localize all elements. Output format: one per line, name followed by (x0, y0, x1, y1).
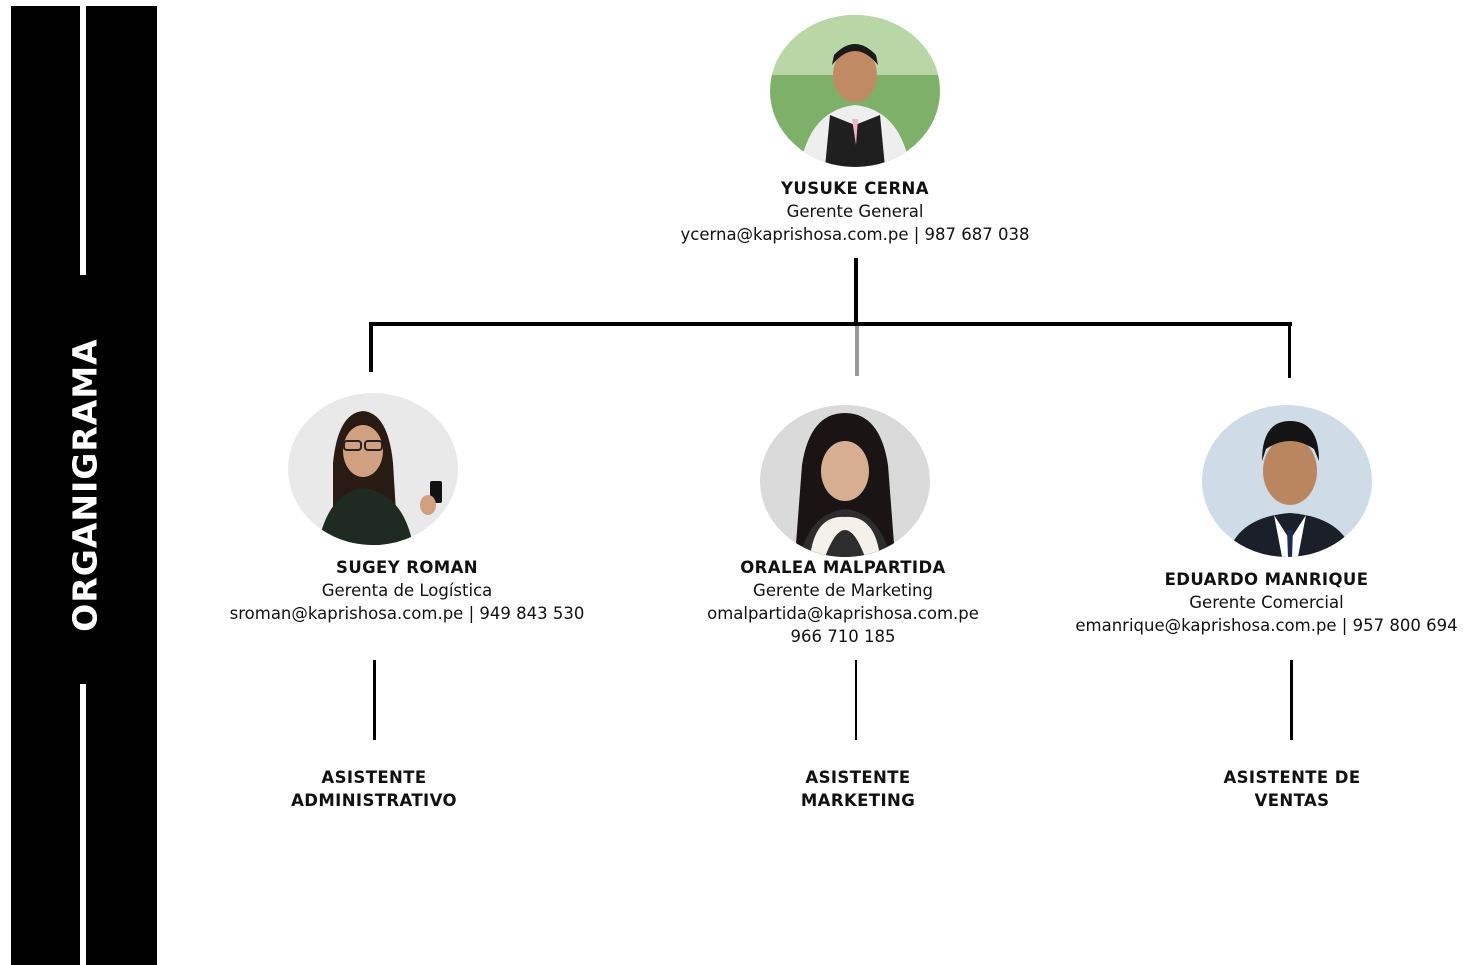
photo-oralea-malpartida (760, 405, 930, 557)
sidebar-title: ORGANIGRAMA (65, 338, 105, 632)
sidebar-divider-top (80, 6, 86, 275)
connector-right-assistant (1290, 660, 1293, 740)
person-name: SUGEY ROMAN (336, 558, 478, 577)
assistant-label-line1: ASISTENTE (321, 768, 427, 787)
assistant-label-line2: MARKETING (800, 791, 916, 810)
connector-center-down (855, 326, 859, 376)
assistant-marketing: ASISTENTE MARKETING (758, 766, 958, 812)
person-role: Gerente General (786, 202, 924, 221)
person-role: Gerenta de Logística (321, 581, 493, 600)
person-sugey-roman: SUGEY ROMAN Gerenta de Logística sroman@… (207, 556, 607, 625)
photo-eduardo-manrique (1202, 405, 1372, 557)
connector-left-down (369, 322, 373, 372)
person-name: YUSUKE CERNA (781, 179, 929, 198)
assistant-label-line2: ADMINISTRATIVO (291, 791, 457, 810)
assistant-label-line2: VENTAS (1254, 791, 1330, 810)
person-name: EDUARDO MANRIQUE (1164, 570, 1369, 589)
assistant-ventas: ASISTENTE DE VENTAS (1192, 766, 1392, 812)
person-contact: ycerna@kaprishosa.com.pe | 987 687 038 (680, 225, 1030, 244)
connector-horizontal (369, 322, 1292, 326)
person-oralea-malpartida: ORALEA MALPARTIDA Gerente de Marketing o… (643, 556, 1043, 648)
photo-sugey-roman (288, 393, 458, 545)
person-role: Gerente de Marketing (753, 581, 933, 600)
connector-right-down (1288, 322, 1291, 378)
sidebar: ORGANIGRAMA (11, 6, 157, 965)
person-contact: sroman@kaprishosa.com.pe | 949 843 530 (229, 604, 585, 623)
connector-center-assistant (855, 660, 857, 740)
person-phone: 966 710 185 (790, 627, 896, 646)
person-name: ORALEA MALPARTIDA (740, 558, 946, 577)
person-role: Gerente Comercial (1189, 593, 1344, 612)
connector-ceo-down (854, 258, 858, 326)
sidebar-divider-bottom (80, 684, 86, 965)
assistant-label-line1: ASISTENTE DE (1223, 768, 1361, 787)
person-eduardo-manrique: EDUARDO MANRIQUE Gerente Comercial emanr… (1054, 568, 1479, 637)
photo-yusuke-cerna (770, 15, 940, 167)
assistant-label-line1: ASISTENTE (805, 768, 911, 787)
person-contact: omalpartida@kaprishosa.com.pe (707, 604, 979, 623)
person-yusuke-cerna: YUSUKE CERNA Gerente General ycerna@kapr… (655, 177, 1055, 246)
assistant-administrativo: ASISTENTE ADMINISTRATIVO (274, 766, 474, 812)
connector-left-assistant (373, 660, 376, 740)
person-contact: emanrique@kaprishosa.com.pe | 957 800 69… (1075, 616, 1458, 635)
